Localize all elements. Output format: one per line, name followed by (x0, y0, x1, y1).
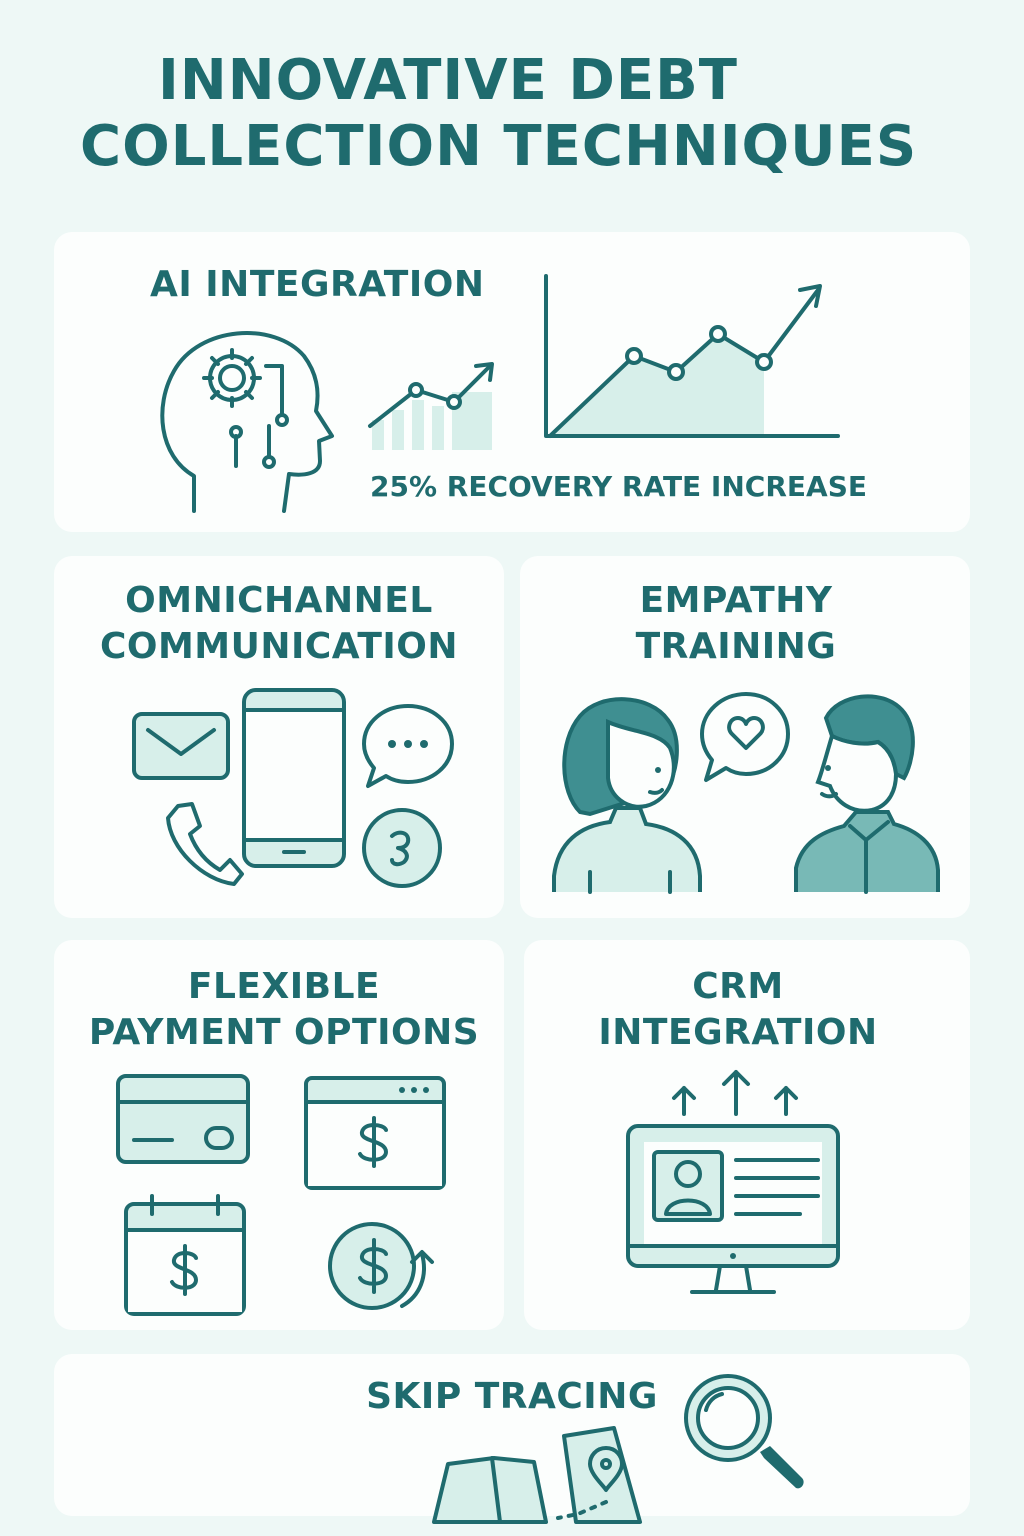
location-map-icon (432, 1426, 642, 1524)
crm-integration-card: CRM INTEGRATION (524, 940, 970, 1330)
credit-card-icon (116, 1074, 250, 1164)
ai-integration-title: AI INTEGRATION (150, 264, 485, 305)
flexible-payment-title-line-1: FLEXIBLE (187, 966, 381, 1007)
ai-integration-card: AI INTEGRATION 25% RECOVERY RATE INCREAS… (54, 232, 970, 532)
flexible-payment-card: FLEXIBLE PAYMENT OPTIONS (54, 940, 504, 1330)
skip-tracing-card: SKIP TRACING (54, 1354, 970, 1524)
phone-handset-icon (166, 802, 244, 886)
small-growth-chart-icon (368, 362, 494, 450)
payment-calendar-icon (124, 1194, 246, 1316)
online-payment-window-icon (304, 1076, 446, 1190)
recurring-payment-icon (328, 1222, 434, 1310)
crm-title-line-1: CRM (692, 966, 784, 1007)
email-icon (132, 712, 230, 780)
heart-speech-bubble-icon (700, 692, 790, 782)
magnifying-glass-icon (684, 1374, 804, 1489)
empathy-title: EMPATHY TRAINING (520, 578, 952, 670)
messenger-icon (362, 808, 442, 888)
empathy-training-card: EMPATHY TRAINING (520, 556, 970, 918)
crm-title: CRM INTEGRATION (524, 964, 952, 1056)
upload-arrows-icon (672, 1070, 798, 1116)
flexible-payment-title-line-2: PAYMENT OPTIONS (88, 1012, 480, 1053)
page-title: INNOVATIVE DEBT COLLECTION TECHNIQUES (80, 48, 960, 180)
ai-head-icon (160, 331, 334, 513)
page-title-line-2: COLLECTION TECHNIQUES (80, 114, 918, 179)
empathy-title-line-2: TRAINING (635, 626, 837, 667)
recovery-rate-caption: 25% RECOVERY RATE INCREASE (370, 470, 867, 503)
chat-bubble-icon (362, 704, 454, 788)
empathy-title-line-1: EMPATHY (639, 580, 833, 621)
recovery-growth-chart (544, 274, 840, 438)
crm-title-line-2: INTEGRATION (598, 1012, 878, 1053)
omnichannel-title-line-1: OMNICHANNEL (125, 580, 433, 621)
man-person-icon (794, 694, 940, 894)
page-title-line-1: INNOVATIVE DEBT (158, 48, 738, 113)
omnichannel-title: OMNICHANNEL COMMUNICATION (54, 578, 504, 670)
crm-monitor-icon (626, 1124, 840, 1294)
flexible-payment-title: FLEXIBLE PAYMENT OPTIONS (54, 964, 514, 1056)
woman-person-icon (552, 697, 702, 894)
skip-tracing-title: SKIP TRACING (366, 1376, 658, 1417)
omnichannel-card: OMNICHANNEL COMMUNICATION (54, 556, 504, 918)
smartphone-icon (242, 688, 346, 868)
omnichannel-title-line-2: COMMUNICATION (99, 626, 459, 667)
